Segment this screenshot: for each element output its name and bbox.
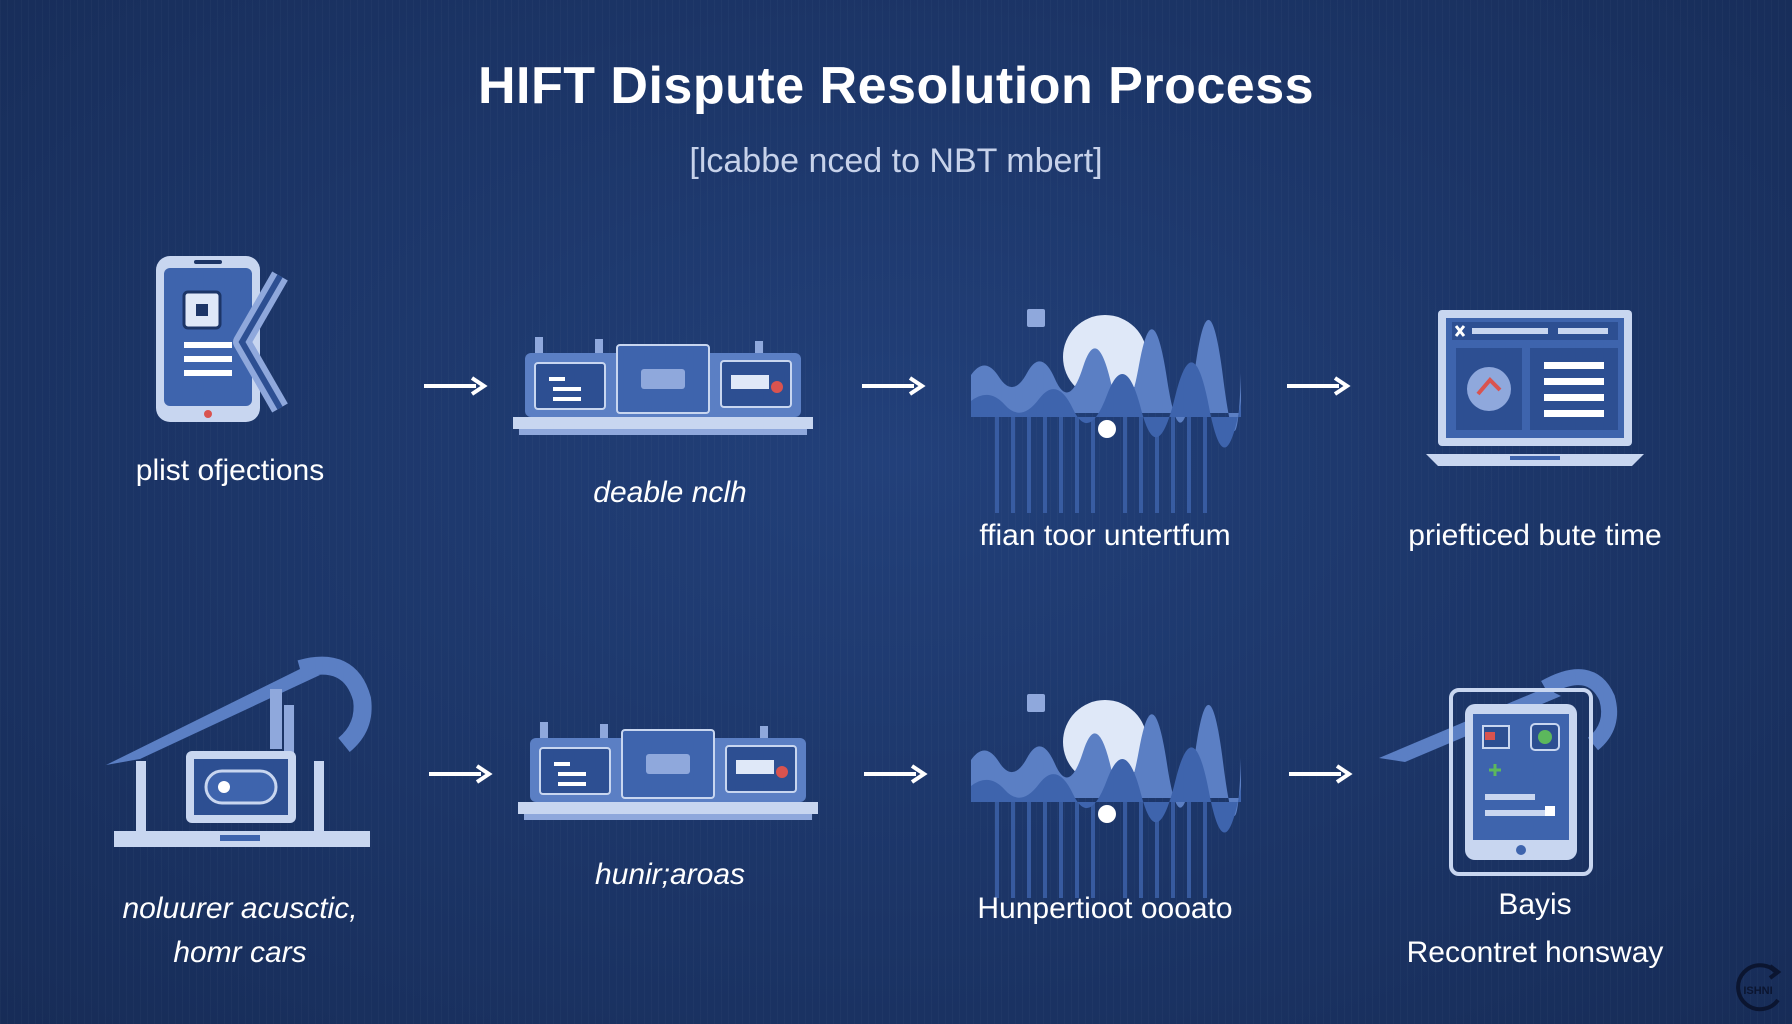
- page-subtitle: [lcabbe nced to NBT mbert]: [689, 142, 1103, 180]
- workstation-icon: [106, 656, 372, 847]
- globe-wave-icon: [971, 694, 1241, 898]
- step-label-3: ffian toor untertfum: [979, 519, 1231, 552]
- step-label-1: plist ofjections: [135, 454, 325, 487]
- circular-arrow-logo-icon: ISHNI: [1730, 960, 1786, 1016]
- step-label-8-line2: Recontret honsway: [1406, 936, 1664, 969]
- step-label-7: Hunpertioot oooato: [977, 892, 1233, 925]
- step-label-5-line2: homr cars: [173, 936, 307, 969]
- step-label-6: hunir;aroas: [594, 858, 746, 891]
- laptop-icon: [1426, 310, 1644, 466]
- step-label-8-line1: Bayis: [1498, 888, 1572, 921]
- arrow-icon: [424, 376, 488, 396]
- arrow-icon: [429, 764, 493, 784]
- step-label-2: deable nclh: [593, 476, 747, 509]
- arrow-icon: [862, 376, 926, 396]
- badge-text: ISHNI: [1743, 985, 1772, 997]
- arrow-icon: [1287, 376, 1351, 396]
- step-label-4: priefticed bute time: [1408, 519, 1662, 552]
- arrow-icon: [864, 764, 928, 784]
- arrow-icon: [1289, 764, 1353, 784]
- tablet-crane-icon: [1379, 669, 1618, 876]
- globe-wave-icon: [971, 309, 1241, 513]
- control-panel-icon: [513, 337, 813, 435]
- control-panel-icon: [518, 722, 818, 820]
- page-title: HIFT Dispute Resolution Process: [477, 57, 1315, 115]
- step-label-5-line1: noluurer acusctic,: [122, 892, 358, 925]
- smartphone-icon: [156, 256, 288, 422]
